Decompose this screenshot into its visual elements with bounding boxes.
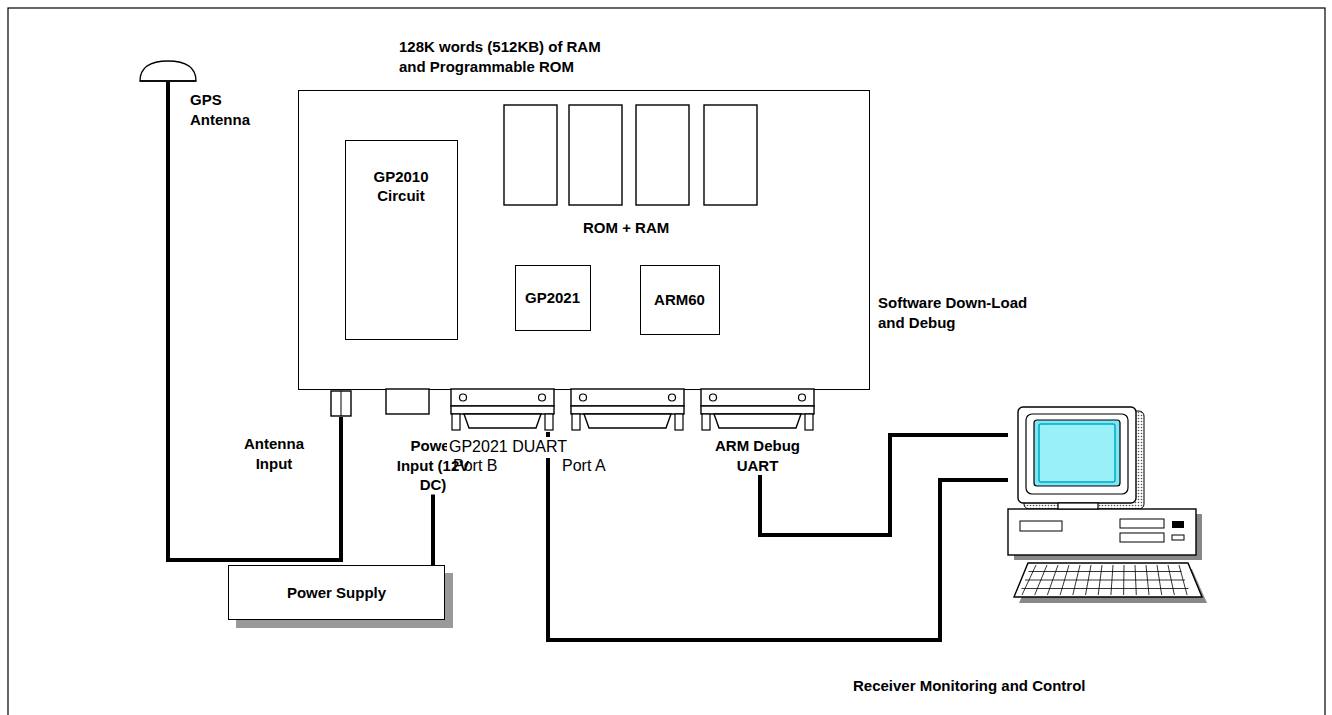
drawing-part bbox=[1020, 521, 1062, 531]
drawing-part bbox=[1120, 533, 1164, 542]
wire-label: Receiver Monitoring and Control bbox=[850, 676, 1089, 696]
drawing-part bbox=[1146, 565, 1149, 595]
drawing-part bbox=[669, 394, 676, 401]
drawing-part bbox=[386, 389, 429, 414]
host-computer: Software Down-Load and Debug bbox=[1008, 405, 1208, 605]
drawing-part bbox=[451, 389, 554, 406]
drawing-part bbox=[1172, 521, 1184, 528]
computer-label: Software Down-Load and Debug bbox=[878, 293, 1038, 332]
drawing-part bbox=[571, 406, 684, 414]
drawing-part bbox=[580, 394, 587, 401]
drawing-part bbox=[710, 394, 717, 401]
drawing-part bbox=[1135, 565, 1136, 595]
drawing-part bbox=[1018, 407, 1136, 503]
drawing-part bbox=[1179, 565, 1187, 595]
drawing-part bbox=[341, 391, 342, 416]
uart-label: GP2021 DUART bbox=[447, 437, 569, 458]
drawing-part bbox=[1098, 565, 1102, 595]
drawing-part bbox=[1086, 565, 1092, 595]
drawing-part bbox=[572, 414, 580, 430]
memory-chip bbox=[636, 105, 689, 205]
drawing-part bbox=[675, 414, 683, 430]
drawing-part bbox=[1123, 565, 1124, 595]
chip-name: GP2010 Circuit bbox=[361, 167, 441, 206]
drawing-part bbox=[571, 389, 684, 406]
memory-chip bbox=[569, 105, 622, 205]
box-label: Power Supply bbox=[287, 583, 386, 603]
correlator-chip: GP2021 bbox=[515, 265, 591, 331]
drawing-part bbox=[1035, 565, 1047, 595]
outer-frame bbox=[8, 8, 1325, 715]
host-computer-outline bbox=[1008, 405, 1208, 605]
drawing-part bbox=[545, 414, 553, 430]
memory-chip bbox=[504, 105, 557, 205]
drawing-part bbox=[140, 80, 196, 81]
drawing-part bbox=[1120, 519, 1164, 528]
drawing-part bbox=[584, 414, 671, 428]
drawing-part bbox=[1022, 565, 1189, 595]
serial-connector: Port B bbox=[450, 388, 555, 432]
port-label: Port B bbox=[453, 456, 497, 477]
drawing-part bbox=[140, 61, 196, 81]
drawing-part bbox=[1047, 565, 1058, 595]
antenna-connector: Antenna Input bbox=[330, 390, 352, 417]
connector-label: ARM Debug UART bbox=[700, 388, 815, 475]
drawing-part bbox=[1157, 565, 1162, 595]
drawing-part bbox=[1060, 565, 1069, 595]
serial-connector-outline bbox=[450, 388, 555, 432]
circuit-board: 128K words (512KB) of RAM and Programmab… bbox=[298, 90, 870, 390]
drawing-part bbox=[799, 394, 806, 401]
drawing-part bbox=[701, 389, 814, 406]
drawing-part bbox=[1172, 535, 1184, 540]
gps-antenna-outline bbox=[138, 60, 198, 82]
drawing-part bbox=[1073, 565, 1080, 595]
drawing-part bbox=[1168, 565, 1174, 595]
drawing-part bbox=[331, 391, 351, 416]
port-label: Port A bbox=[562, 456, 606, 477]
chip-name: GP2021 bbox=[525, 288, 580, 308]
drawing-part bbox=[701, 406, 814, 414]
drawing-part bbox=[1025, 580, 1185, 581]
drawing-part bbox=[452, 414, 460, 430]
drawing-part bbox=[1022, 588, 1189, 589]
drawing-part bbox=[702, 414, 710, 430]
gps-antenna: GPS Antenna bbox=[138, 60, 198, 82]
antenna-label: GPS Antenna bbox=[190, 90, 250, 129]
serial-connector: Port A bbox=[570, 388, 685, 432]
drawing-part bbox=[539, 394, 546, 401]
connector-label: Antenna Input bbox=[244, 434, 304, 473]
memory-chip bbox=[704, 105, 757, 205]
serial-connector-outline bbox=[570, 388, 685, 432]
drawing-part bbox=[1111, 565, 1113, 595]
signal-wire bbox=[431, 495, 435, 566]
drawing-part bbox=[714, 414, 801, 428]
processor-chip: ARM60 bbox=[640, 265, 720, 335]
chip-name: ARM60 bbox=[654, 290, 705, 310]
drawing-part bbox=[805, 414, 813, 430]
debug-connector-outline bbox=[700, 388, 815, 432]
board-heading: 128K words (512KB) of RAM and Programmab… bbox=[399, 37, 625, 76]
drawing-part bbox=[1058, 503, 1098, 509]
antenna-connector-outline bbox=[330, 390, 352, 417]
rf-circuit-box: GP2010 Circuit bbox=[345, 140, 458, 340]
debug-connector: ARM Debug UART bbox=[700, 388, 815, 475]
power-supply-box: Power Supply bbox=[228, 565, 445, 620]
drawing-part bbox=[1029, 571, 1182, 572]
drawing-part bbox=[1014, 563, 1202, 597]
drawing-part bbox=[460, 394, 467, 401]
drawing-part bbox=[1026, 414, 1128, 494]
drawing-part bbox=[464, 414, 541, 428]
memory-label: ROM + RAM bbox=[583, 218, 669, 238]
drawing-part bbox=[1039, 424, 1115, 482]
drawing-part bbox=[451, 406, 554, 414]
drawing-part bbox=[1034, 420, 1120, 486]
power-connector-outline bbox=[385, 388, 430, 415]
drawing-part bbox=[1022, 565, 1036, 595]
drawing-part bbox=[1008, 509, 1196, 555]
